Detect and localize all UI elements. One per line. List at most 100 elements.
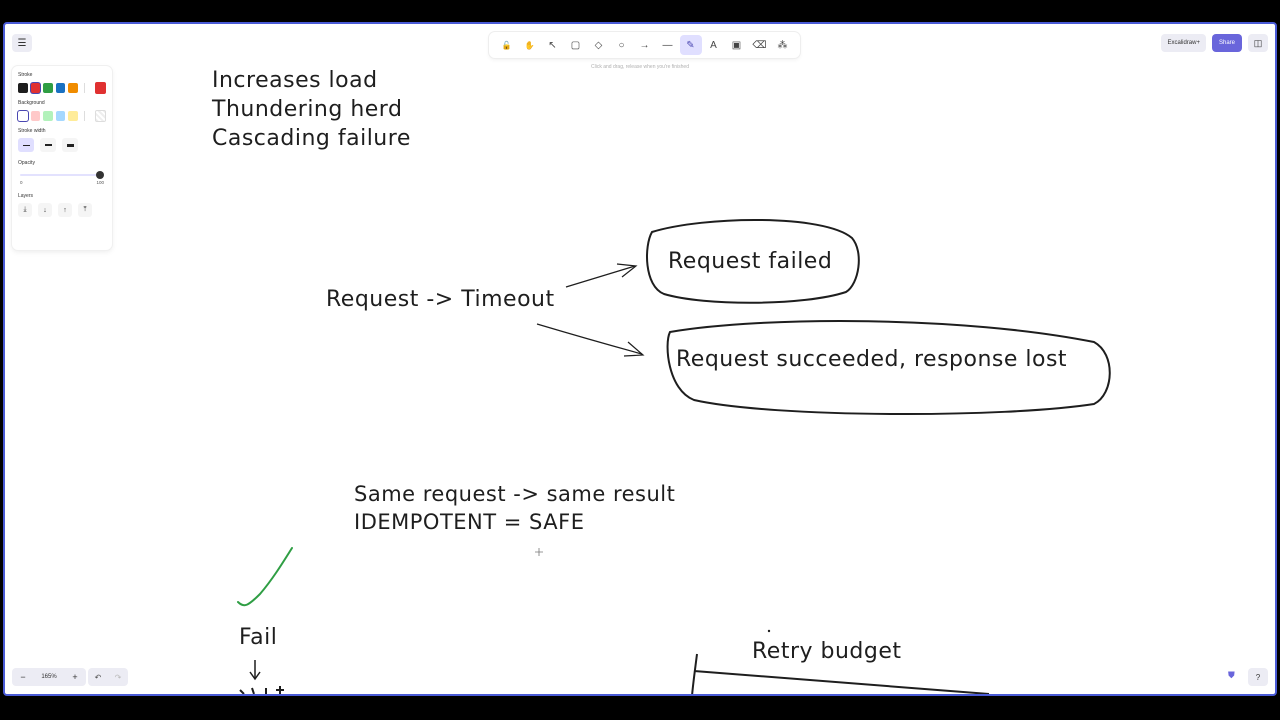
note-thundering-herd: Thundering herd — [212, 97, 403, 122]
background-swatches — [18, 110, 107, 122]
text-tool[interactable]: A — [703, 35, 725, 55]
bg-transparent[interactable] — [18, 111, 28, 121]
stroke-thin-button[interactable] — [18, 138, 34, 152]
arrow-down-icon: ↓ — [43, 206, 47, 214]
history-controls: ↶ ↷ — [88, 668, 128, 686]
text-icon: A — [710, 39, 717, 51]
top-right-actions: Excalidraw+ Share ◫ — [1161, 34, 1268, 52]
stroke-orange[interactable] — [68, 83, 78, 93]
bg-yellow[interactable] — [68, 111, 78, 121]
zoom-in-button[interactable]: + — [64, 668, 86, 686]
tool-hint: Click and drag, release when you're fini… — [591, 64, 689, 70]
selection-tool[interactable]: ↖ — [542, 35, 564, 55]
fail-text: Fail — [239, 625, 278, 650]
rectangle-icon: ▢ — [570, 39, 581, 51]
drawing-canvas[interactable] — [4, 24, 1276, 694]
opacity-knob[interactable] — [96, 171, 104, 179]
help-button[interactable]: ? — [1248, 668, 1268, 686]
opacity-label: Opacity — [18, 160, 35, 166]
pencil-icon: ✎ — [686, 39, 695, 51]
pointer-icon: ↖ — [548, 39, 557, 51]
excalidraw-plus-button[interactable]: Excalidraw+ — [1161, 34, 1206, 52]
failed-ellipse — [646, 218, 860, 304]
stroke-black[interactable] — [18, 83, 28, 93]
properties-panel: Stroke Background Stroke width Opacity — [12, 66, 112, 250]
stroke-blue[interactable] — [55, 83, 66, 93]
rectangle-tool[interactable]: ▢ — [565, 35, 587, 55]
stray-dot — [767, 629, 771, 633]
bring-forward-button[interactable]: ↑ — [58, 203, 72, 217]
opacity-range: 0 100 — [18, 180, 106, 185]
note-cascading-failure: Cascading failure — [212, 126, 411, 151]
sidebar-icon: ◫ — [1253, 37, 1263, 48]
lock-tool[interactable]: 🔓 — [496, 35, 518, 55]
arrow-icon: → — [639, 39, 650, 51]
stroke-current-color[interactable] — [94, 82, 107, 94]
hand-icon: ✋ — [524, 40, 535, 50]
redo-icon: ↷ — [114, 672, 122, 682]
main-menu-button[interactable]: ☰ — [12, 34, 32, 52]
layer-buttons: ⤓ ↓ ↑ ⤒ — [18, 203, 106, 217]
bring-to-front-icon: ⤒ — [83, 206, 87, 213]
shapes-icon: ⁂ — [777, 39, 788, 51]
eraser-icon: ⌫ — [752, 39, 767, 51]
bg-blue[interactable] — [55, 111, 66, 121]
library-button[interactable]: ◫ — [1248, 34, 1268, 52]
zoom-out-button[interactable]: − — [12, 668, 34, 686]
send-to-back-button[interactable]: ⤓ — [18, 203, 32, 217]
send-backward-button[interactable]: ↓ — [38, 203, 52, 217]
image-tool[interactable]: ▣ — [726, 35, 748, 55]
arrow-to-failed — [565, 265, 636, 288]
line-icon: — — [662, 39, 673, 51]
checkmark-stroke — [237, 547, 293, 607]
line-tool[interactable]: — — [657, 35, 679, 55]
zoom-level[interactable]: 165% — [41, 674, 57, 680]
shield-icon[interactable]: ⛊ — [1228, 670, 1235, 680]
bg-pink[interactable] — [30, 111, 41, 121]
arrow-tool[interactable]: → — [634, 35, 656, 55]
layers-label: Layers — [18, 193, 34, 199]
share-button[interactable]: Share — [1211, 34, 1242, 52]
shape-toolbar: 🔓 ✋ ↖ ▢ ◇ ○ → — ✎ A ▣ ⌫ ⁂ — [489, 32, 800, 58]
crosshair-cursor — [535, 548, 543, 556]
bg-green[interactable] — [43, 111, 53, 121]
ellipse-icon: ○ — [618, 39, 625, 51]
ellipse-tool[interactable]: ○ — [611, 35, 633, 55]
image-icon: ▣ — [731, 39, 742, 51]
stroke-bold-button[interactable] — [40, 138, 56, 152]
eraser-tool[interactable]: ⌫ — [749, 35, 771, 55]
clipped-wait-text — [239, 686, 284, 694]
stroke-green[interactable] — [43, 83, 53, 93]
opacity-slider[interactable] — [18, 170, 106, 180]
stroke-width-options — [18, 138, 106, 152]
arrow-to-succeeded — [536, 323, 643, 355]
opacity-max: 100 — [96, 180, 104, 185]
stroke-extra-bold-button[interactable] — [62, 138, 78, 152]
redo-button[interactable]: ↷ — [108, 668, 128, 686]
minus-icon: − — [20, 672, 26, 682]
stroke-swatches — [18, 82, 107, 94]
swatch-divider — [83, 83, 85, 93]
more-tools[interactable]: ⁂ — [772, 35, 794, 55]
bring-to-front-button[interactable]: ⤒ — [78, 203, 92, 217]
stroke-width-label: Stroke width — [18, 128, 46, 134]
request-succeeded-text: Request succeeded, response lost — [676, 347, 1068, 372]
same-request-text: Same request -> same result — [354, 482, 676, 506]
send-to-back-icon: ⤓ — [23, 206, 27, 213]
diamond-icon: ◇ — [594, 39, 603, 51]
stroke-red[interactable] — [30, 83, 41, 93]
opacity-min: 0 — [20, 180, 23, 185]
fail-down-arrow-head — [249, 671, 261, 681]
request-failed-text: Request failed — [668, 249, 833, 274]
swatch-divider — [83, 111, 85, 121]
request-timeout-text: Request -> Timeout — [326, 287, 555, 312]
undo-button[interactable]: ↶ — [88, 668, 108, 686]
help-icon: ? — [1255, 672, 1261, 682]
arrow-up-icon: ↑ — [63, 206, 67, 214]
hand-tool[interactable]: ✋ — [519, 35, 541, 55]
draw-tool[interactable]: ✎ — [679, 35, 702, 55]
diamond-tool[interactable]: ◇ — [588, 35, 610, 55]
bg-current-color[interactable] — [94, 110, 107, 122]
retry-axis-line — [693, 670, 990, 694]
stroke-label: Stroke — [18, 72, 33, 78]
